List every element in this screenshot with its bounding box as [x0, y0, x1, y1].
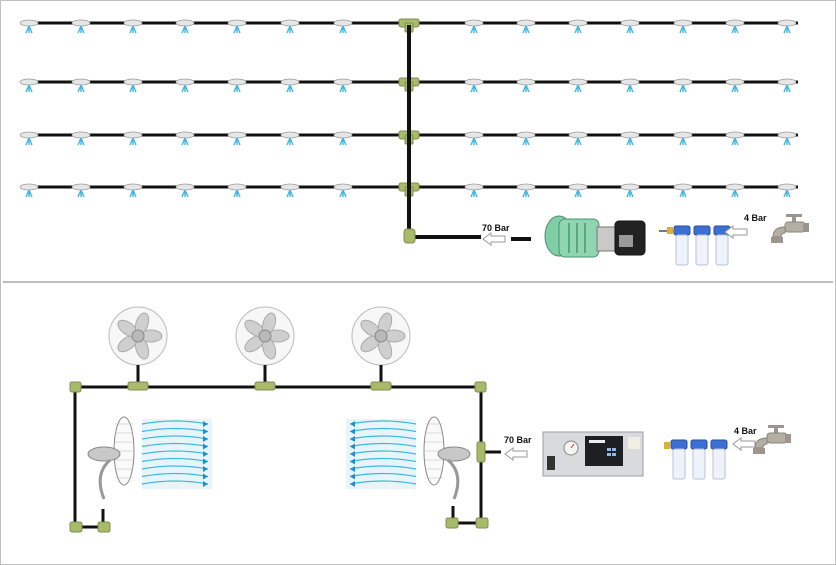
top-panel-misting-lines: 70 Bar 4 Bar [3, 3, 833, 283]
bottom-diagram-canvas [69, 306, 791, 533]
elbow-fitting [403, 228, 416, 244]
mist-nozzle-icon [568, 19, 588, 34]
inlet-pressure-label: 4 Bar [744, 213, 767, 223]
mist-nozzle-icon [673, 183, 693, 198]
mist-nozzle-icon [175, 131, 195, 146]
mist-nozzle-icon [568, 131, 588, 146]
mist-nozzle-icon [227, 183, 247, 198]
mist-nozzle-icon [71, 131, 91, 146]
misting-line [19, 18, 798, 34]
mist-nozzle-icon [620, 19, 640, 34]
pump-pressure-label: 70 Bar [504, 435, 532, 445]
flow-arrow-icon [732, 437, 756, 451]
mist-nozzle-icon [280, 183, 300, 198]
mist-airflow-icon [346, 419, 417, 489]
mist-nozzle-icon [777, 131, 797, 146]
water-tap-icon [771, 214, 809, 243]
mist-nozzle-icon [673, 78, 693, 93]
mist-nozzle-icon [333, 183, 353, 198]
top-diagram-canvas [19, 18, 809, 266]
mist-nozzle-icon [19, 183, 39, 198]
mist-nozzle-icon [280, 78, 300, 93]
high-pressure-pump-icon [544, 215, 646, 258]
mist-nozzle-icon [464, 183, 484, 198]
inlet-pressure-label: 4 Bar [734, 426, 757, 436]
brass-valve-icon [664, 442, 670, 449]
mist-nozzle-icon [175, 78, 195, 93]
mist-nozzle-icon [333, 131, 353, 146]
mist-nozzle-icon [568, 78, 588, 93]
filter-housing [673, 225, 691, 266]
mist-nozzle-icon [673, 19, 693, 34]
misting-line [19, 77, 798, 93]
wall-fan-icon [423, 416, 471, 500]
oscillating-fans [108, 306, 411, 391]
mist-nozzle-icon [725, 78, 745, 93]
mist-nozzle-icon [227, 131, 247, 146]
mist-nozzle-icon [777, 183, 797, 198]
left-pipe-loop [73, 387, 105, 529]
mist-nozzle-icon [227, 78, 247, 93]
mist-nozzle-icon [123, 131, 143, 146]
wall-fan-icon [87, 416, 135, 500]
mist-nozzle-icon [71, 183, 91, 198]
mist-nozzle-icon [725, 19, 745, 34]
flow-arrow-icon [504, 447, 528, 461]
mist-nozzle-icon [516, 78, 536, 93]
brass-valve-icon [667, 227, 673, 234]
mist-nozzle-icon [464, 131, 484, 146]
oscillating-fan-icon [351, 306, 411, 391]
bottom-panel-fan-misting: 70 Bar 4 Bar [3, 284, 833, 562]
mist-nozzle-icon [464, 78, 484, 93]
mist-nozzle-icon [280, 131, 300, 146]
pipe-fittings [69, 381, 489, 533]
pump-control-unit-icon [542, 431, 644, 477]
flow-arrow-icon [482, 232, 506, 246]
mist-nozzle-icon [777, 78, 797, 93]
mist-nozzle-icon [620, 131, 640, 146]
filter-housing [690, 439, 708, 480]
mist-nozzle-icon [516, 131, 536, 146]
mist-nozzle-icon [19, 78, 39, 93]
mist-nozzle-icon [568, 183, 588, 198]
mist-nozzle-icon [19, 131, 39, 146]
filter-housing [710, 439, 728, 480]
mist-nozzle-icon [516, 183, 536, 198]
mist-nozzle-icon [227, 19, 247, 34]
mist-nozzle-icon [123, 19, 143, 34]
mist-nozzle-icon [725, 183, 745, 198]
mist-nozzle-icon [71, 19, 91, 34]
triple-filter-icon [670, 439, 728, 480]
mist-nozzle-icon [71, 78, 91, 93]
mist-nozzle-icon [123, 78, 143, 93]
oscillating-fan-icon [108, 306, 168, 391]
mist-nozzle-icon [516, 19, 536, 34]
mist-nozzle-icon [464, 19, 484, 34]
wall-fans [87, 416, 471, 500]
mist-nozzle-icon [777, 19, 797, 34]
oscillating-fan-icon [235, 306, 295, 391]
mist-airflow-icon [141, 419, 212, 489]
filter-housing [670, 439, 688, 480]
mist-nozzle-icon [19, 19, 39, 34]
mist-nozzle-icon [175, 183, 195, 198]
mist-nozzle-icon [123, 183, 143, 198]
mist-nozzle-icon [333, 78, 353, 93]
triple-filter-icon [673, 225, 731, 266]
filter-housing [693, 225, 711, 266]
mist-nozzle-icon [620, 78, 640, 93]
mist-nozzle-icon [175, 19, 195, 34]
mist-nozzle-icon [673, 131, 693, 146]
mist-nozzle-icon [333, 19, 353, 34]
mist-nozzle-icon [280, 19, 300, 34]
mist-nozzle-icon [725, 131, 745, 146]
flow-arrow-icon [724, 225, 748, 239]
water-tap-icon [753, 425, 791, 454]
pump-pressure-label: 70 Bar [482, 223, 510, 233]
mist-nozzle-icon [620, 183, 640, 198]
